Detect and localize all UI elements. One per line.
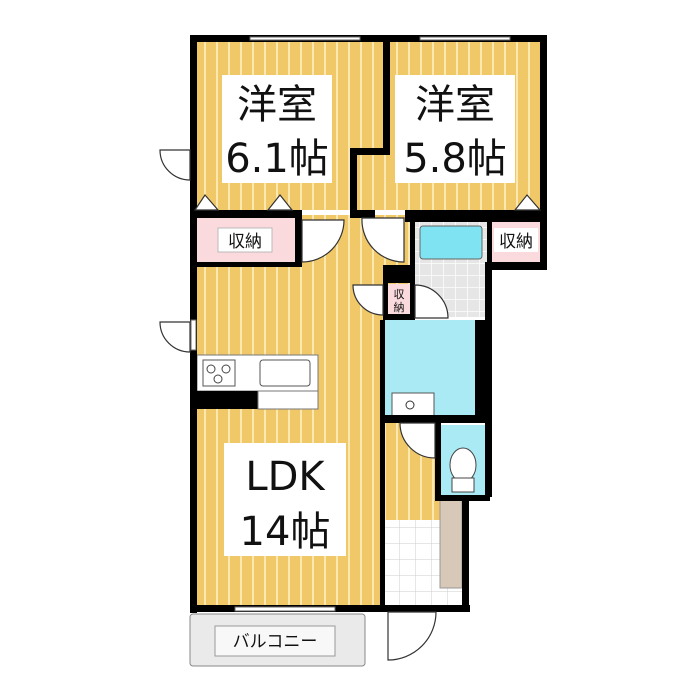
room1-label-box xyxy=(222,75,332,183)
door-room1-exterior xyxy=(159,149,191,181)
door-ldk-exterior xyxy=(159,321,191,353)
closet-door-mark xyxy=(266,194,294,211)
room2-label-box xyxy=(395,75,515,183)
room2-name: 洋室 xyxy=(415,82,495,128)
ldk-label-box xyxy=(224,443,346,556)
toilet-icon xyxy=(449,447,477,493)
closet-door-mark xyxy=(513,194,542,211)
room1-size: 6.1帖 xyxy=(225,136,329,182)
ldk-size: 14帖 xyxy=(240,509,331,555)
ldk-name: LDK xyxy=(245,454,326,500)
closet-left-label: 収納 xyxy=(228,232,262,252)
shoe-cabinet xyxy=(439,499,463,589)
kitchen-back-counter xyxy=(257,390,319,410)
closet-left-label-box xyxy=(217,227,273,253)
windows xyxy=(190,36,511,612)
balcony-label: バルコニー xyxy=(233,632,318,652)
closet-small-label-1: 収 xyxy=(394,288,405,301)
doors xyxy=(159,149,542,661)
closet-right-label-box xyxy=(494,228,538,252)
closet-small xyxy=(388,284,410,316)
door-toilet xyxy=(399,422,436,459)
room1-name: 洋室 xyxy=(237,82,317,128)
closet-right-label: 収納 xyxy=(499,232,533,252)
kitchen-wall xyxy=(197,391,258,409)
door-bathroom xyxy=(414,284,449,319)
basin-drain-icon xyxy=(405,400,415,410)
door-room1 xyxy=(301,219,345,263)
closet-door-mark xyxy=(193,194,220,211)
closet-small-label-2: 納 xyxy=(394,301,405,314)
door-entrance xyxy=(387,611,437,661)
room2-size: 5.8帖 xyxy=(403,136,507,182)
wash-basin xyxy=(391,392,435,417)
door-room2 xyxy=(361,217,405,263)
door-closet-small xyxy=(352,284,384,316)
stove-icon xyxy=(202,359,236,387)
balcony-label-box xyxy=(214,625,336,657)
bathtub xyxy=(419,225,483,260)
sink-icon xyxy=(259,359,311,387)
